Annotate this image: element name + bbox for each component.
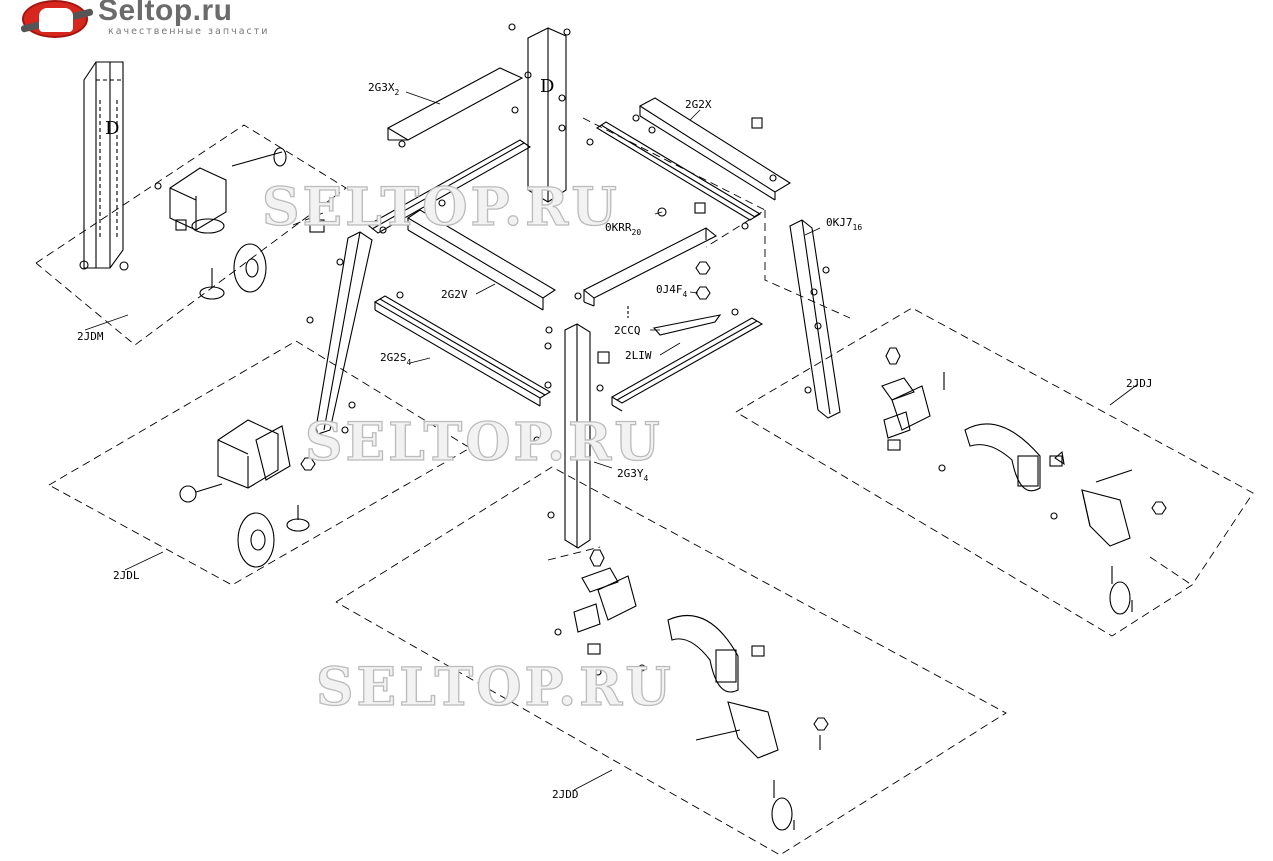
label-2jdd: 2JDD [552, 788, 579, 801]
watermark-top: SELTOP.RU [262, 177, 620, 238]
assembly-2jdm-parts [79, 147, 325, 300]
assembly-2jdj-parts [881, 347, 1167, 615]
label-2jdj: 2JDJ [1126, 377, 1153, 390]
lower-rail-right [596, 308, 764, 412]
d-mark-rear: D [540, 76, 554, 97]
lower-rail-2g2s [373, 291, 552, 407]
label-2g3x: 2G3X2 [368, 81, 400, 97]
assembly-outline-top-right [292, 117, 1193, 586]
assembly-2jdd-parts [554, 549, 829, 831]
hardware-cluster-center [627, 202, 722, 336]
assembly-outline-jdd [335, 466, 1007, 856]
label-2g2x: 2G2X [685, 98, 712, 111]
label-2g3y: 2G3Y4 [617, 467, 649, 483]
top-rail-2g3x [386, 67, 524, 148]
cross-member-2g2v [406, 199, 557, 311]
top-rail-2g2x [632, 97, 792, 201]
rear-leg-upright [508, 23, 571, 203]
label-0j4f: 0J4F4 [656, 283, 688, 299]
loose-leg-left [83, 61, 124, 269]
logo-subtitle: качественные запчасти [108, 26, 270, 37]
side-rail-right [586, 121, 762, 230]
label-0krr: 0KRR20 [605, 221, 641, 237]
front-leg-2g3y [533, 323, 610, 549]
label-2jdm: 2JDM [77, 330, 104, 343]
watermark-middle: SELTOP.RU [305, 412, 663, 473]
assembly-2jdl-parts [179, 419, 316, 568]
fist-wrench-icon [20, 0, 94, 38]
label-2g2v: 2G2V [441, 288, 468, 301]
watermarks: SELTOP.RU SELTOP.RU SELTOP.RU [261, 176, 674, 718]
label-2jdl: 2JDL [113, 569, 140, 582]
seltop-logo: Seltop.ru качественные запчасти [20, 0, 332, 40]
label-2liw: 2LIW [625, 349, 652, 362]
label-2ccq: 2CCQ [614, 324, 641, 337]
leader-lines [84, 91, 1139, 791]
part-labels: 2G3X2 2G2X 0KRR20 0KJ716 2G2V 0J4F4 2CCQ… [77, 81, 1153, 801]
assembly-outline-jdl [48, 340, 471, 586]
assembly-outline-jdj [735, 307, 1254, 637]
label-0kj7: 0KJ716 [826, 216, 862, 232]
watermark-bottom: SELTOP.RU [316, 657, 674, 718]
cross-member-front [574, 227, 718, 307]
assembly-outline-jdm [35, 124, 347, 346]
side-rail-left [367, 139, 532, 234]
rear-right-leg [789, 219, 841, 419]
label-2g2s: 2G2S4 [380, 351, 412, 367]
d-mark-loose: D [105, 118, 119, 139]
logo-title: Seltop.ru [98, 0, 233, 27]
front-left-leg [306, 231, 373, 435]
